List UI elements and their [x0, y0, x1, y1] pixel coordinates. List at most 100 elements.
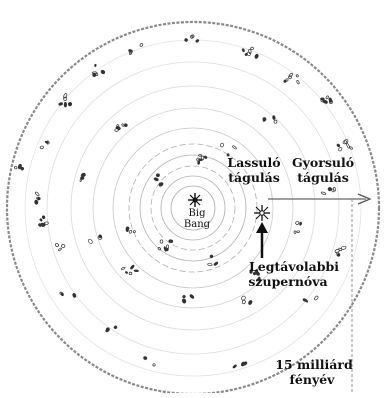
galaxy — [204, 156, 208, 160]
galaxy-cluster — [184, 35, 199, 43]
galaxy-cluster — [321, 187, 336, 195]
galaxy — [195, 39, 199, 43]
galaxy-cluster — [40, 140, 50, 149]
galaxy-cluster — [158, 239, 173, 251]
galaxy — [61, 244, 65, 248]
galaxy — [58, 102, 63, 105]
accelerating-expansion-label: tágulás — [297, 170, 349, 185]
galaxy — [106, 327, 109, 330]
galaxy-cluster — [196, 154, 207, 164]
galaxy — [233, 364, 237, 368]
galaxy-cluster — [283, 73, 299, 85]
galaxy — [154, 177, 159, 181]
galaxy — [349, 146, 353, 149]
galaxy-cluster — [34, 192, 40, 205]
galaxy — [156, 174, 159, 177]
galaxy-cluster — [263, 116, 278, 124]
galaxy — [34, 200, 38, 205]
galaxy-cluster — [241, 295, 253, 305]
galaxy-cluster — [126, 226, 136, 233]
galaxy — [242, 48, 245, 52]
supernova-burst-icon — [254, 205, 270, 221]
galaxy — [153, 363, 156, 366]
galaxy — [64, 102, 66, 107]
galaxy — [72, 293, 76, 298]
galaxy — [125, 271, 128, 274]
galaxy — [182, 295, 185, 298]
galaxy — [124, 124, 127, 127]
galaxy — [40, 146, 44, 150]
galaxy — [232, 145, 237, 149]
decelerating-expansion-label: tágulás — [228, 170, 280, 185]
farthest-supernova-label: Legtávolabbi — [249, 259, 339, 274]
galaxy — [134, 270, 139, 272]
galaxy — [248, 300, 253, 305]
galaxy — [114, 325, 118, 329]
galaxy-cluster — [154, 174, 164, 187]
big-bang-label: Bang — [184, 219, 211, 230]
galaxy — [87, 238, 93, 244]
galaxy — [297, 231, 300, 233]
galaxy-cluster — [80, 172, 86, 181]
galaxy — [129, 272, 132, 275]
decelerating-expansion-label: Lassuló — [227, 155, 280, 170]
galaxy — [321, 191, 326, 195]
galaxy — [346, 143, 350, 148]
galaxy-cluster — [14, 164, 24, 171]
galaxy — [337, 144, 341, 148]
galaxy — [115, 128, 119, 131]
galaxy — [129, 230, 133, 234]
galaxy — [254, 54, 259, 59]
galaxy — [294, 231, 296, 234]
galaxy-cluster — [115, 123, 128, 131]
galaxy — [121, 267, 125, 270]
galaxy — [189, 294, 194, 299]
distance-label: 15 milliárd — [275, 357, 353, 372]
galaxy — [42, 215, 46, 219]
galaxy-cluster — [182, 294, 195, 304]
big-bang-burst-icon — [188, 193, 202, 207]
galaxy — [133, 230, 136, 233]
galaxy — [274, 120, 277, 124]
galaxy-cluster — [55, 243, 65, 251]
galaxy-cluster — [143, 356, 155, 366]
galaxy — [139, 43, 143, 47]
galaxy-cluster — [294, 221, 302, 234]
galaxy — [169, 239, 173, 242]
galaxy-clusters — [14, 35, 353, 369]
galaxy — [296, 80, 299, 84]
galaxy-cluster — [335, 246, 347, 257]
galaxy-cluster — [58, 93, 72, 107]
galaxy — [198, 159, 202, 161]
galaxy — [39, 218, 42, 221]
galaxy-cluster — [128, 43, 143, 55]
galaxy — [198, 161, 200, 165]
accelerating-expansion-label: Gyorsuló — [292, 155, 354, 170]
galaxy — [295, 221, 299, 225]
galaxy — [250, 47, 253, 50]
galaxy — [121, 123, 124, 126]
galaxy-cluster — [207, 255, 218, 267]
galaxy-cluster — [121, 265, 139, 275]
galaxy — [14, 166, 17, 170]
galaxy — [242, 300, 246, 304]
distance-label: fényév — [290, 372, 336, 387]
galaxy — [130, 265, 135, 270]
galaxy — [207, 263, 212, 266]
galaxy — [314, 295, 319, 300]
galaxy — [68, 102, 73, 107]
galaxy — [289, 73, 294, 78]
galaxy — [58, 248, 62, 252]
expansion-arrow — [268, 194, 370, 204]
galaxy-cluster — [321, 96, 334, 105]
galaxy — [210, 255, 214, 259]
galaxy — [338, 147, 343, 152]
galaxy — [272, 116, 275, 120]
galaxy — [55, 243, 59, 247]
galaxy — [100, 69, 105, 74]
galaxy — [245, 53, 248, 56]
galaxy — [184, 38, 188, 42]
galaxy — [35, 192, 40, 197]
